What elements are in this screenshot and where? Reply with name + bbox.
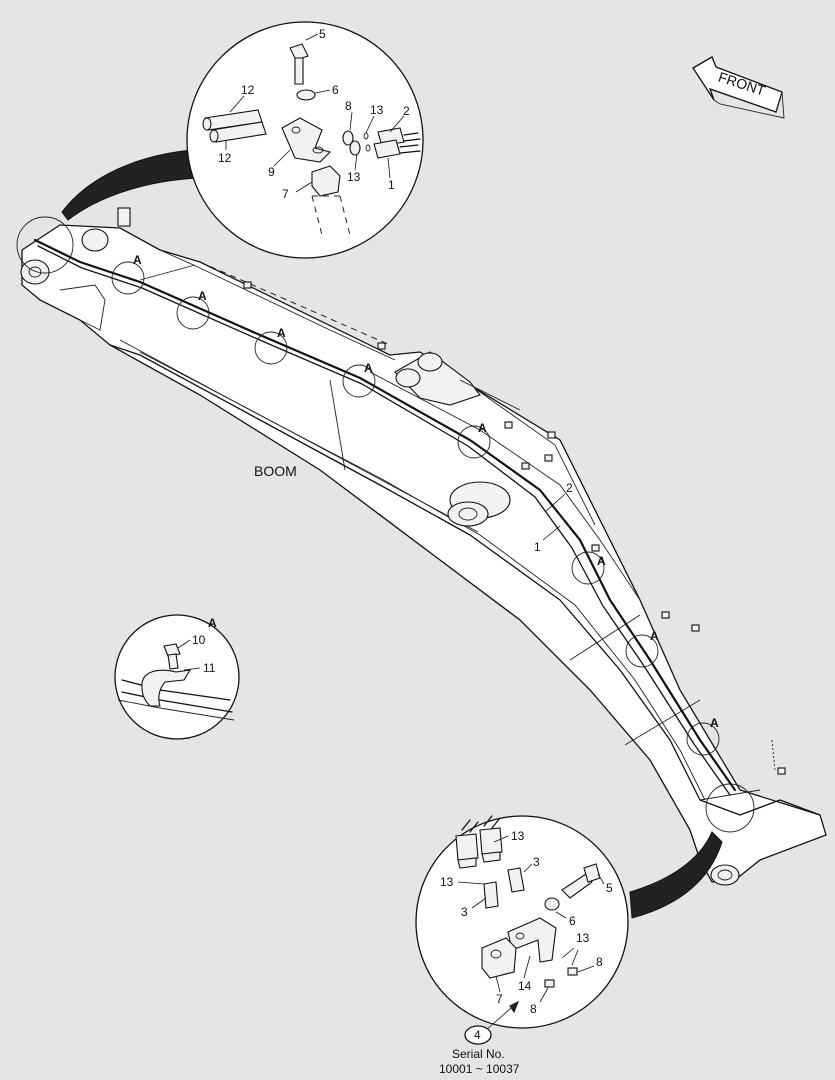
callout-1-body: 1 (534, 540, 541, 554)
callout-11-clamp: 11 (203, 661, 216, 675)
callout-6-bottom: 6 (569, 914, 576, 928)
marker-a-4: A (364, 361, 373, 375)
callout-6-top: 6 (332, 83, 339, 97)
marker-a-7: A (650, 629, 659, 643)
callout-12-top-a: 12 (241, 83, 255, 97)
callout-5-top: 5 (319, 27, 326, 41)
callout-2-top: 2 (403, 104, 410, 118)
serial-title: Serial No. (452, 1047, 505, 1061)
top-detail: 5 6 8 13 2 13 1 9 7 12 12 (61, 21, 424, 259)
callout-13-bottom-b: 13 (440, 875, 454, 889)
marker-a-1: A (133, 253, 142, 267)
callout-5-bottom: 5 (606, 881, 613, 895)
marker-a-3: A (277, 326, 286, 340)
marker-a-2: A (198, 289, 207, 303)
clamp-detail-title: A (208, 616, 217, 630)
callout-13-bottom-a: 13 (511, 829, 525, 843)
hose-lines (33, 238, 737, 796)
callout-3-bottom-b: 3 (461, 905, 468, 919)
callout-13-top-b: 13 (347, 170, 361, 184)
bottom-detail: 13 3 13 3 6 5 13 8 7 14 8 (415, 815, 723, 1031)
callout-14-bottom: 14 (518, 979, 532, 993)
callout-7-bottom: 7 (496, 992, 503, 1006)
callout-3-bottom-a: 3 (533, 855, 540, 869)
callout-7-top: 7 (282, 187, 289, 201)
callout-10-clamp: 10 (192, 633, 206, 647)
callout-13-top-a: 13 (370, 103, 384, 117)
callout-8-top: 8 (345, 99, 352, 113)
callout-9-top: 9 (268, 165, 275, 179)
callout-1-top: 1 (388, 178, 395, 192)
detail-a-markers: A A A A A A A A (16, 216, 755, 833)
boom-body (20, 207, 827, 886)
marker-a-5: A (478, 421, 487, 435)
serial-note: 4 Serial No. 10001 ~ 10037 (439, 1025, 520, 1076)
callout-12-top-b: 12 (218, 151, 232, 165)
boom-label: BOOM (254, 463, 297, 479)
clamp-detail-a: A 10 11 (114, 614, 240, 740)
front-arrow: FRONT (692, 56, 785, 119)
serial-ref-number: 4 (474, 1028, 481, 1042)
serial-range: 10001 ~ 10037 (439, 1062, 520, 1076)
callout-2-body: 2 (566, 481, 573, 495)
callout-8-bottom-b: 8 (530, 1002, 537, 1016)
marker-a-6: A (597, 554, 606, 568)
callout-13-bottom-c: 13 (576, 931, 590, 945)
marker-a-8: A (710, 716, 719, 730)
callout-8-bottom-a: 8 (596, 955, 603, 969)
